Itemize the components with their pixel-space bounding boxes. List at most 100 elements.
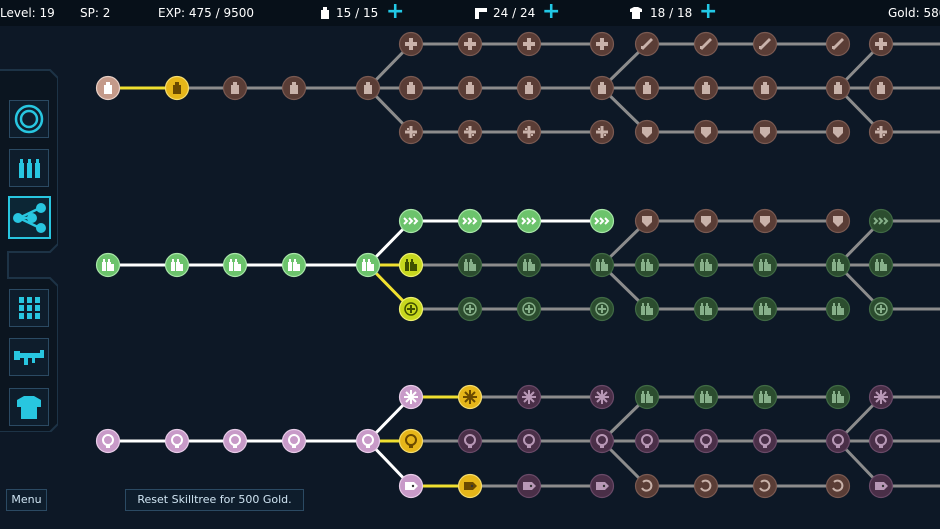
health-skill-node[interactable] [281, 75, 307, 101]
armor-skill-node[interactable] [457, 384, 483, 410]
health-skill-node[interactable] [355, 75, 381, 101]
ammo-skill-node[interactable] [281, 252, 307, 278]
reset-skilltree-button[interactable]: Reset Skilltree for 500 Gold. [125, 489, 304, 511]
armor-skill-node[interactable] [457, 473, 483, 499]
ammo-skill-node[interactable] [95, 252, 121, 278]
health-skill-node[interactable] [516, 31, 542, 57]
ammo-skill-node[interactable] [398, 296, 424, 322]
sidebar-item-ammo[interactable] [9, 149, 49, 187]
armor-skill-node[interactable] [516, 473, 542, 499]
health-skill-node[interactable] [589, 31, 615, 57]
ammo-skill-node[interactable] [634, 252, 660, 278]
armor-skill-node[interactable] [281, 428, 307, 454]
ammo-skill-node[interactable] [164, 252, 190, 278]
add-armor-button[interactable]: + [699, 0, 718, 24]
add-ammo-button[interactable]: + [542, 0, 561, 24]
health-skill-node[interactable] [868, 31, 894, 57]
ammo-skill-node[interactable] [752, 208, 778, 234]
health-skill-node[interactable] [398, 119, 424, 145]
sidebar-item-skilltree[interactable] [8, 196, 51, 239]
armor-skill-node[interactable] [752, 473, 778, 499]
health-skill-node[interactable] [457, 31, 483, 57]
health-skill-node[interactable] [825, 31, 851, 57]
armor-skill-node[interactable] [825, 384, 851, 410]
armor-skill-node[interactable] [693, 428, 719, 454]
health-skill-node[interactable] [752, 31, 778, 57]
armor-skill-node[interactable] [868, 473, 894, 499]
menu-button[interactable]: Menu [6, 489, 47, 511]
health-skill-node[interactable] [589, 119, 615, 145]
armor-skill-node[interactable] [589, 384, 615, 410]
health-skill-node[interactable] [222, 75, 248, 101]
health-skill-node[interactable] [457, 119, 483, 145]
health-skill-node[interactable] [634, 119, 660, 145]
armor-skill-node[interactable] [634, 473, 660, 499]
ammo-skill-node[interactable] [868, 296, 894, 322]
health-skill-node[interactable] [95, 75, 121, 101]
ammo-skill-node[interactable] [398, 252, 424, 278]
health-skill-node[interactable] [398, 31, 424, 57]
ammo-skill-node[interactable] [825, 208, 851, 234]
health-skill-node[interactable] [825, 119, 851, 145]
armor-skill-node[interactable] [398, 384, 424, 410]
health-skill-node[interactable] [457, 75, 483, 101]
armor-skill-node[interactable] [693, 384, 719, 410]
armor-skill-node[interactable] [164, 428, 190, 454]
health-skill-node[interactable] [164, 75, 190, 101]
sidebar-item-inventory[interactable] [9, 289, 49, 327]
health-skill-node[interactable] [516, 75, 542, 101]
ammo-skill-node[interactable] [398, 208, 424, 234]
armor-skill-node[interactable] [752, 384, 778, 410]
sidebar-item-weapons[interactable] [9, 338, 49, 376]
armor-skill-node[interactable] [752, 428, 778, 454]
health-skill-node[interactable] [516, 119, 542, 145]
armor-skill-node[interactable] [355, 428, 381, 454]
health-skill-node[interactable] [752, 75, 778, 101]
ammo-skill-node[interactable] [825, 252, 851, 278]
armor-skill-node[interactable] [222, 428, 248, 454]
ammo-skill-node[interactable] [693, 296, 719, 322]
armor-skill-node[interactable] [398, 428, 424, 454]
ammo-skill-node[interactable] [752, 296, 778, 322]
armor-skill-node[interactable] [516, 384, 542, 410]
health-skill-node[interactable] [693, 75, 719, 101]
armor-skill-node[interactable] [825, 473, 851, 499]
ammo-skill-node[interactable] [868, 208, 894, 234]
ammo-skill-node[interactable] [457, 208, 483, 234]
ammo-skill-node[interactable] [634, 208, 660, 234]
ammo-skill-node[interactable] [457, 296, 483, 322]
ammo-skill-node[interactable] [355, 252, 381, 278]
health-skill-node[interactable] [634, 75, 660, 101]
ammo-skill-node[interactable] [589, 296, 615, 322]
armor-skill-node[interactable] [398, 473, 424, 499]
ammo-skill-node[interactable] [868, 252, 894, 278]
ammo-skill-node[interactable] [634, 296, 660, 322]
ammo-skill-node[interactable] [516, 296, 542, 322]
armor-skill-node[interactable] [868, 428, 894, 454]
ammo-skill-node[interactable] [516, 252, 542, 278]
ammo-skill-node[interactable] [825, 296, 851, 322]
armor-skill-node[interactable] [457, 428, 483, 454]
add-health-button[interactable]: + [386, 0, 405, 24]
armor-skill-node[interactable] [589, 428, 615, 454]
health-skill-node[interactable] [752, 119, 778, 145]
health-skill-node[interactable] [634, 31, 660, 57]
ammo-skill-node[interactable] [516, 208, 542, 234]
armor-skill-node[interactable] [693, 473, 719, 499]
ammo-skill-node[interactable] [589, 208, 615, 234]
armor-skill-node[interactable] [589, 473, 615, 499]
ammo-skill-node[interactable] [457, 252, 483, 278]
armor-skill-node[interactable] [95, 428, 121, 454]
ammo-skill-node[interactable] [752, 252, 778, 278]
health-skill-node[interactable] [693, 119, 719, 145]
ammo-skill-node[interactable] [693, 208, 719, 234]
armor-skill-node[interactable] [634, 428, 660, 454]
armor-skill-node[interactable] [634, 384, 660, 410]
armor-skill-node[interactable] [868, 384, 894, 410]
health-skill-node[interactable] [868, 75, 894, 101]
ammo-skill-node[interactable] [693, 252, 719, 278]
sidebar-item-target[interactable] [9, 100, 49, 138]
health-skill-node[interactable] [825, 75, 851, 101]
ammo-skill-node[interactable] [222, 252, 248, 278]
health-skill-node[interactable] [398, 75, 424, 101]
